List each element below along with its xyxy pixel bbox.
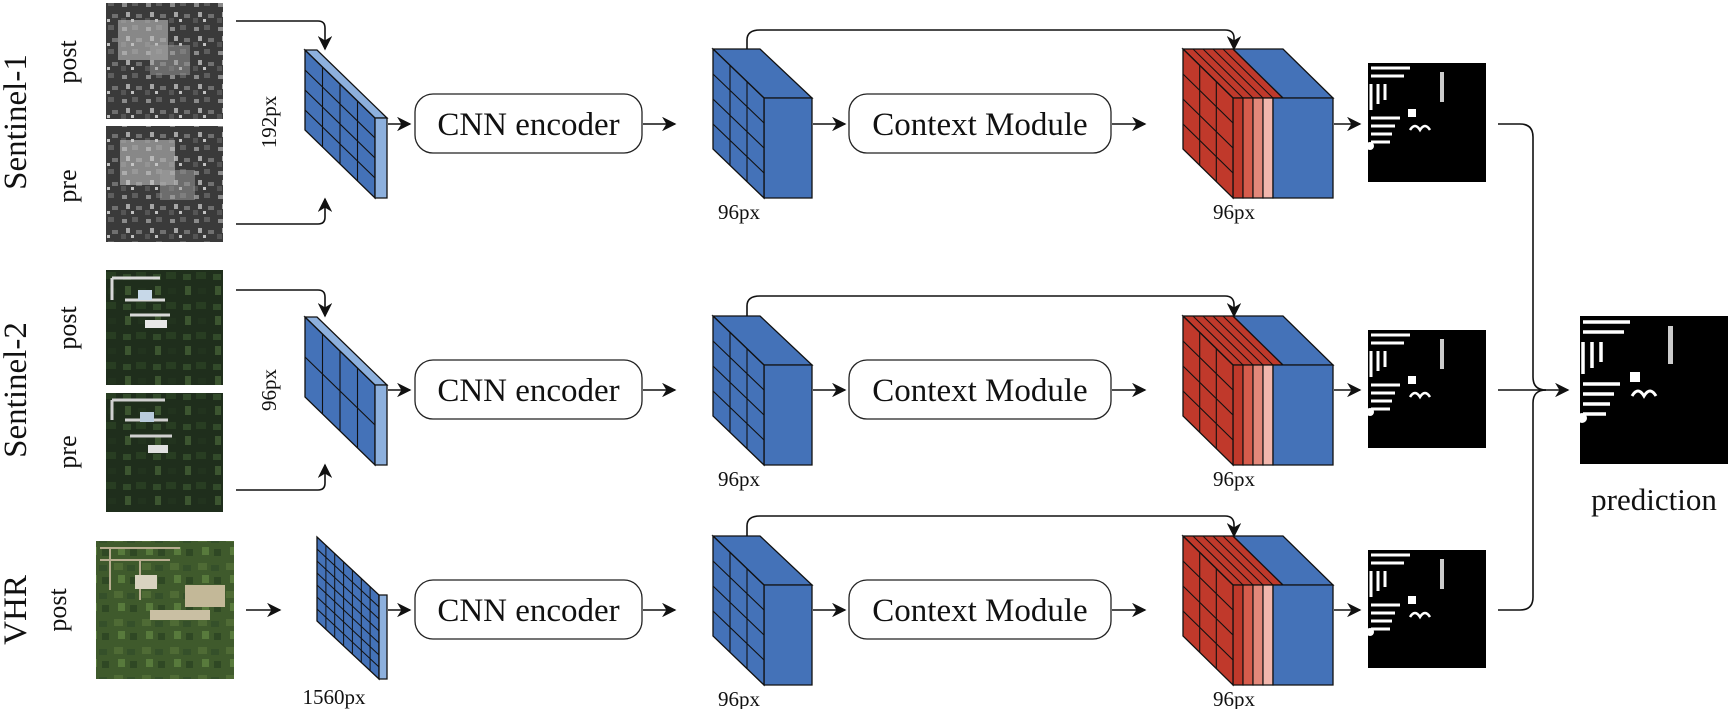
output-size-label: 96px bbox=[1213, 200, 1256, 224]
context-module-label: Context Module bbox=[872, 593, 1087, 629]
prediction-mask bbox=[1577, 316, 1728, 464]
input-size-label: 96px bbox=[257, 369, 281, 412]
input-size-label: 192px bbox=[257, 95, 281, 148]
row-sentinel-1: Sentinel-1 post pre 192px CNN encoder bbox=[0, 3, 1486, 242]
segmentation-mask bbox=[1366, 550, 1486, 668]
row-vhr: VHR post 1560px CNN encoder 96p bbox=[0, 515, 1486, 709]
context-module-box bbox=[848, 359, 1112, 420]
cnn-encoder-box bbox=[414, 93, 643, 154]
cnn-encoder-label: CNN encoder bbox=[437, 593, 619, 629]
sensor-label-sentinel-1: Sentinel-1 bbox=[0, 54, 34, 190]
input-label-pre: pre bbox=[53, 435, 82, 468]
input-tensor bbox=[303, 48, 389, 200]
context-module-box bbox=[848, 93, 1112, 154]
cnn-encoder-box bbox=[414, 579, 643, 640]
feature-tensor bbox=[711, 534, 814, 687]
fusion-connector bbox=[1498, 123, 1570, 611]
input-label-post: post bbox=[43, 588, 72, 632]
segmentation-mask bbox=[1366, 330, 1486, 448]
segmentation-mask bbox=[1366, 63, 1486, 182]
feature-tensor bbox=[711, 314, 814, 467]
input-label-post: post bbox=[53, 306, 82, 350]
sar-pre-image bbox=[106, 126, 223, 242]
feature-tensor bbox=[711, 47, 814, 200]
input-label-pre: pre bbox=[53, 169, 82, 202]
feature-size-label: 96px bbox=[718, 200, 761, 224]
optical-pre-image bbox=[106, 393, 223, 512]
input-label-post: post bbox=[53, 40, 82, 84]
input-tensor bbox=[316, 535, 388, 681]
context-module-box bbox=[848, 579, 1112, 640]
input-size-label: 1560px bbox=[303, 685, 367, 709]
input-tensor bbox=[303, 315, 389, 467]
optical-post-image bbox=[106, 270, 223, 385]
context-output-tensor bbox=[1181, 314, 1335, 467]
context-output-tensor bbox=[1181, 534, 1335, 687]
cnn-encoder-label: CNN encoder bbox=[437, 373, 619, 409]
context-module-label: Context Module bbox=[872, 373, 1087, 409]
sar-post-image bbox=[106, 3, 223, 119]
output-size-label: 96px bbox=[1213, 687, 1256, 709]
feature-size-label: 96px bbox=[718, 687, 761, 709]
context-output-tensor bbox=[1181, 47, 1335, 200]
context-module-label: Context Module bbox=[872, 107, 1087, 143]
cnn-encoder-box bbox=[414, 359, 643, 420]
sensor-label-vhr: VHR bbox=[0, 575, 34, 645]
feature-size-label: 96px bbox=[718, 467, 761, 491]
cnn-encoder-label: CNN encoder bbox=[437, 107, 619, 143]
vhr-post-image bbox=[96, 541, 234, 679]
row-sentinel-2: Sentinel-2 post pre 96px CNN encoder bbox=[0, 270, 1486, 512]
prediction-label: prediction bbox=[1591, 482, 1717, 517]
sensor-label-sentinel-2: Sentinel-2 bbox=[0, 322, 34, 458]
output-size-label: 96px bbox=[1213, 467, 1256, 491]
